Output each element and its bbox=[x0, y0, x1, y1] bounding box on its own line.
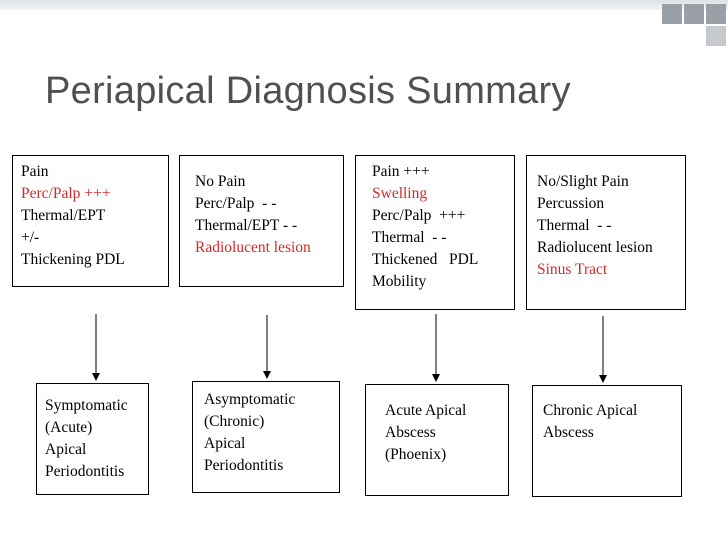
diagnosis-line: (Chronic) bbox=[204, 413, 265, 430]
finding-line: Radiolucent lesion bbox=[537, 239, 653, 256]
finding-line: Mobility bbox=[372, 273, 427, 290]
diagnosis-line: Periodontitis bbox=[204, 457, 284, 474]
decor-square bbox=[662, 4, 682, 24]
finding-line: Radiolucent lesion bbox=[195, 239, 311, 256]
finding-line: Pain bbox=[21, 163, 49, 180]
diagnosis-line: Chronic Apical bbox=[543, 402, 638, 419]
diagnosis-line: Asymptomatic bbox=[204, 391, 296, 408]
top-decorative-band bbox=[0, 0, 728, 10]
finding-line: Swelling bbox=[372, 185, 428, 202]
diagnosis-line: Symptomatic bbox=[45, 397, 128, 414]
finding-line: Perc/Palp +++ bbox=[21, 185, 111, 202]
diagnosis-line: Apical bbox=[45, 441, 87, 458]
finding-line: Perc/Palp +++ bbox=[372, 207, 466, 224]
finding-line: Thermal - - bbox=[537, 217, 612, 234]
finding-line: Thickening PDL bbox=[21, 251, 125, 268]
finding-line: Perc/Palp - - bbox=[195, 195, 277, 212]
finding-line: No/Slight Pain bbox=[537, 173, 629, 190]
finding-line: Thermal/EPT bbox=[21, 207, 106, 224]
diagnosis-line: Acute Apical bbox=[385, 402, 467, 419]
finding-line: Thermal/EPT - - bbox=[195, 217, 298, 234]
decorative-squares bbox=[656, 0, 728, 48]
decor-square bbox=[684, 4, 704, 24]
finding-line: No Pain bbox=[195, 173, 246, 190]
finding-line: Sinus Tract bbox=[537, 261, 608, 278]
diagnosis-line: Abscess bbox=[385, 424, 436, 441]
decor-square bbox=[706, 26, 726, 46]
decor-square bbox=[706, 4, 726, 24]
slide-title: Periapical Diagnosis Summary bbox=[45, 70, 571, 112]
diagnosis-line: (Phoenix) bbox=[385, 446, 447, 463]
finding-line: Thickened PDL bbox=[372, 251, 479, 268]
diagnosis-line: Apical bbox=[204, 435, 246, 452]
finding-line: Thermal - - bbox=[372, 229, 447, 246]
diagnosis-line: (Acute) bbox=[45, 419, 93, 436]
diagnosis-line: Periodontitis bbox=[45, 463, 125, 480]
finding-line: +/- bbox=[21, 229, 40, 246]
finding-line: Percussion bbox=[537, 195, 605, 212]
diagnosis-line: Abscess bbox=[543, 424, 594, 441]
finding-line: Pain +++ bbox=[372, 163, 430, 180]
